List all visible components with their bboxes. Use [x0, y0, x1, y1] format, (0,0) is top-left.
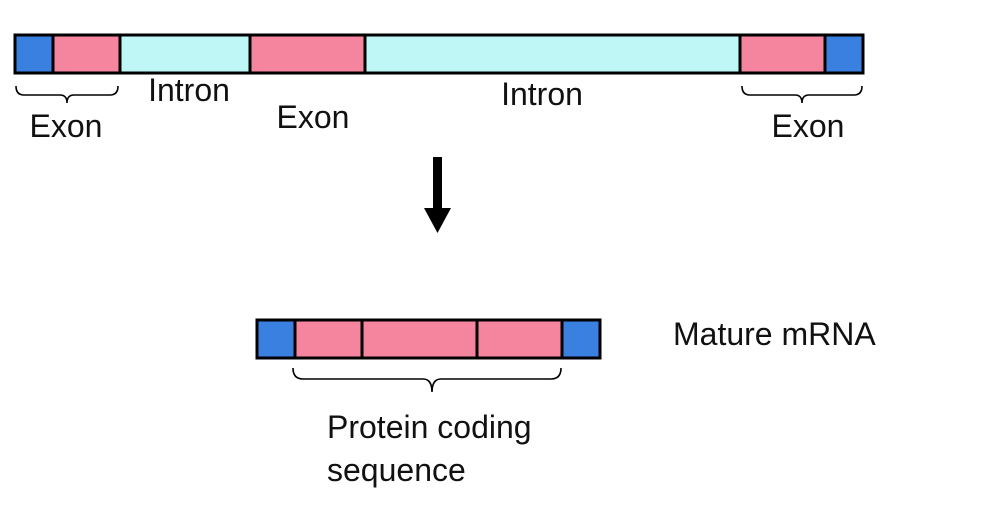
exon-label-1: Exon — [30, 108, 103, 144]
cds-label-line1: Protein coding — [327, 409, 532, 445]
mrna-utr-5 — [255, 318, 297, 360]
intron-label-1: Intron — [148, 72, 230, 108]
cds-brace — [292, 367, 562, 393]
gene-bar — [13, 33, 865, 75]
exon-label-2: Exon — [277, 99, 350, 135]
gene-exon-2 — [248, 33, 367, 75]
cds-label-line2: sequence — [327, 452, 466, 488]
gene-utr-3 — [823, 33, 865, 75]
intron-label-2: Intron — [501, 76, 583, 112]
mrna-utr-3 — [560, 318, 602, 360]
gene-exon-3 — [738, 33, 827, 75]
exon-1-brace — [15, 85, 119, 104]
exon-3-brace — [741, 85, 863, 104]
gene-intron-1 — [118, 33, 252, 75]
mrna-exon-3 — [475, 318, 564, 360]
gene-intron-2 — [363, 33, 742, 75]
mrna-exon-1 — [293, 318, 364, 360]
down-arrow-icon — [424, 157, 451, 233]
exon-label-3: Exon — [772, 108, 845, 144]
gene-utr-5 — [13, 33, 55, 75]
mature-mrna-label: Mature mRNA — [673, 316, 876, 352]
mrna-bar — [255, 318, 602, 360]
gene-exon-1 — [51, 33, 122, 75]
mrna-exon-2 — [360, 318, 479, 360]
